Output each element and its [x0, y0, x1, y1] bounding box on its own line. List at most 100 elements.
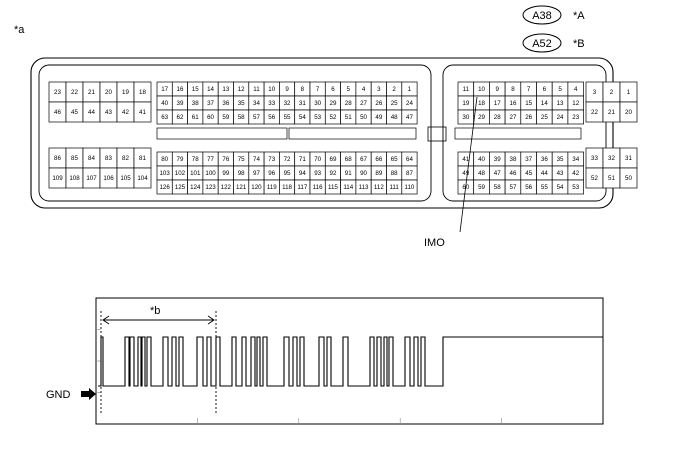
pin-cell [567, 179, 584, 195]
pin-label-left-big: 115 [328, 184, 338, 191]
pin-label-left-big: 68 [345, 156, 352, 163]
pin-label-left-big: 31 [299, 100, 306, 107]
pin-label-left-big: 126 [159, 184, 170, 191]
pin-label-left-big: 33 [268, 100, 275, 107]
pin-label-right-big: 17 [494, 100, 501, 107]
pin-label-left-small: 41 [139, 109, 146, 116]
pin-label-left-big: 48 [391, 114, 398, 121]
legend-code-a52: A52 [532, 38, 552, 50]
pin-label-left-big: 121 [236, 184, 247, 191]
pin-label-right-big: 38 [510, 156, 517, 163]
pin-label-left-big: 60 [207, 114, 214, 121]
connector-housing [30, 57, 614, 209]
pin-label-left-small: 109 [52, 175, 63, 182]
pin-label-right-big: 9 [496, 86, 500, 93]
pin-label-left-big: 35 [238, 100, 245, 107]
pin-label-left-big: 51 [345, 114, 352, 121]
label-b: *b [150, 305, 160, 317]
pin-label-right-big: 46 [510, 170, 517, 177]
pin-label-left-big: 89 [375, 170, 382, 177]
pin-label-left-big: 13 [222, 86, 229, 93]
pin-label-left-big: 96 [268, 170, 275, 177]
pin-label-left-big: 25 [391, 100, 398, 107]
pin-label-left-big: 40 [161, 100, 168, 107]
pin-label-left-small: 44 [88, 109, 95, 116]
pin-label-left-big: 55 [284, 114, 291, 121]
key-strip-2 [288, 127, 417, 140]
pin-label-left-big: 116 [313, 184, 323, 191]
key-strip-3 [454, 127, 582, 140]
pin-label-left-small: 45 [71, 109, 78, 116]
pin-label-left-big: 7 [316, 86, 320, 93]
pin-label-left-big: 92 [330, 170, 337, 177]
pin-label-right-big: 16 [510, 100, 517, 107]
pin-label-right-big: 14 [541, 100, 548, 107]
pin-label-left-small: 42 [122, 109, 129, 116]
pin-label-left-big: 75 [238, 156, 245, 163]
pin-label-right-big: 30 [462, 114, 469, 121]
pin-label-right-big: 36 [541, 156, 548, 163]
pin-label-left-big: 93 [314, 170, 321, 177]
pin-label-left-big: 88 [391, 170, 398, 177]
pin-label-right-small: 2 [610, 89, 614, 96]
pin-label-left-big: 100 [205, 170, 216, 177]
pin-label-right-small: 1 [627, 89, 631, 96]
pin-label-left-big: 113 [359, 184, 369, 191]
pin-label-right-big: 13 [557, 100, 564, 107]
pin-label-right-small: 32 [608, 155, 615, 162]
gnd-arrow-icon [81, 388, 96, 400]
pin-label-left-big: 70 [314, 156, 321, 163]
pin-label-left-small: 43 [105, 109, 112, 116]
pin-label-left-big: 101 [190, 170, 201, 177]
pin-label-left-big: 62 [177, 114, 184, 121]
pin-label-left-small: 83 [105, 155, 112, 162]
pin-label-left-big: 16 [177, 86, 184, 93]
pin-label-right-big: 11 [463, 86, 470, 93]
pin-label-right-small: 20 [625, 109, 632, 116]
pin-label-left-big: 125 [175, 184, 186, 191]
housing-right-inner [442, 64, 607, 202]
pin-label-right-big: 48 [478, 170, 485, 177]
waveform-grid [96, 329, 502, 424]
pin-label-left-small: 20 [105, 89, 112, 96]
pin-label-left-big: 2 [392, 86, 396, 93]
imo-pointer-line [459, 96, 478, 233]
pin-cell [401, 179, 418, 195]
pin-label-right-big: 26 [525, 114, 532, 121]
legend-code-a38: A38 [532, 10, 552, 22]
pin-label-left-big: 14 [207, 86, 214, 93]
pin-label-left-big: 39 [177, 100, 184, 107]
pin-label-left-big: 50 [360, 114, 367, 121]
pin-label-left-big: 63 [161, 114, 168, 121]
pin-label-left-big: 78 [192, 156, 199, 163]
pin-label-left-big: 87 [406, 170, 413, 177]
pin-label-right-big: 45 [525, 170, 532, 177]
pin-label-right-big: 43 [557, 170, 564, 177]
pin-label-left-small: 23 [54, 89, 61, 96]
pin-label-left-big: 118 [282, 184, 292, 191]
pin-label-right-big: 44 [541, 170, 548, 177]
pin-label-left-big: 56 [268, 114, 275, 121]
pin-cell [619, 101, 638, 123]
pin-label-right-small: 51 [608, 175, 615, 182]
pin-label-left-big: 79 [177, 156, 184, 163]
pin-label-left-big: 91 [345, 170, 352, 177]
pin-label-right-big: 35 [557, 156, 564, 163]
housing-outer [30, 57, 614, 209]
pin-label-left-big: 73 [268, 156, 275, 163]
pin-label-left-big: 95 [284, 170, 291, 177]
pin-label-left-big: 32 [284, 100, 291, 107]
pin-label-right-big: 49 [462, 170, 469, 177]
pin-label-left-big: 1 [408, 86, 412, 93]
pin-label-left-big: 36 [222, 100, 229, 107]
pin-label-left-small: 82 [122, 155, 129, 162]
pin-label-left-big: 52 [330, 114, 337, 121]
pin-label-right-big: 57 [510, 184, 517, 191]
label-a: *a [14, 24, 25, 36]
pin-label-right-big: 59 [478, 184, 485, 191]
legend: A38 *A A52 *B [522, 5, 585, 53]
pin-label-right-small: 31 [625, 155, 632, 162]
arrowhead-left [102, 315, 110, 325]
legend-oval-a52 [522, 33, 562, 53]
pin-label-right-small: 22 [591, 109, 598, 116]
